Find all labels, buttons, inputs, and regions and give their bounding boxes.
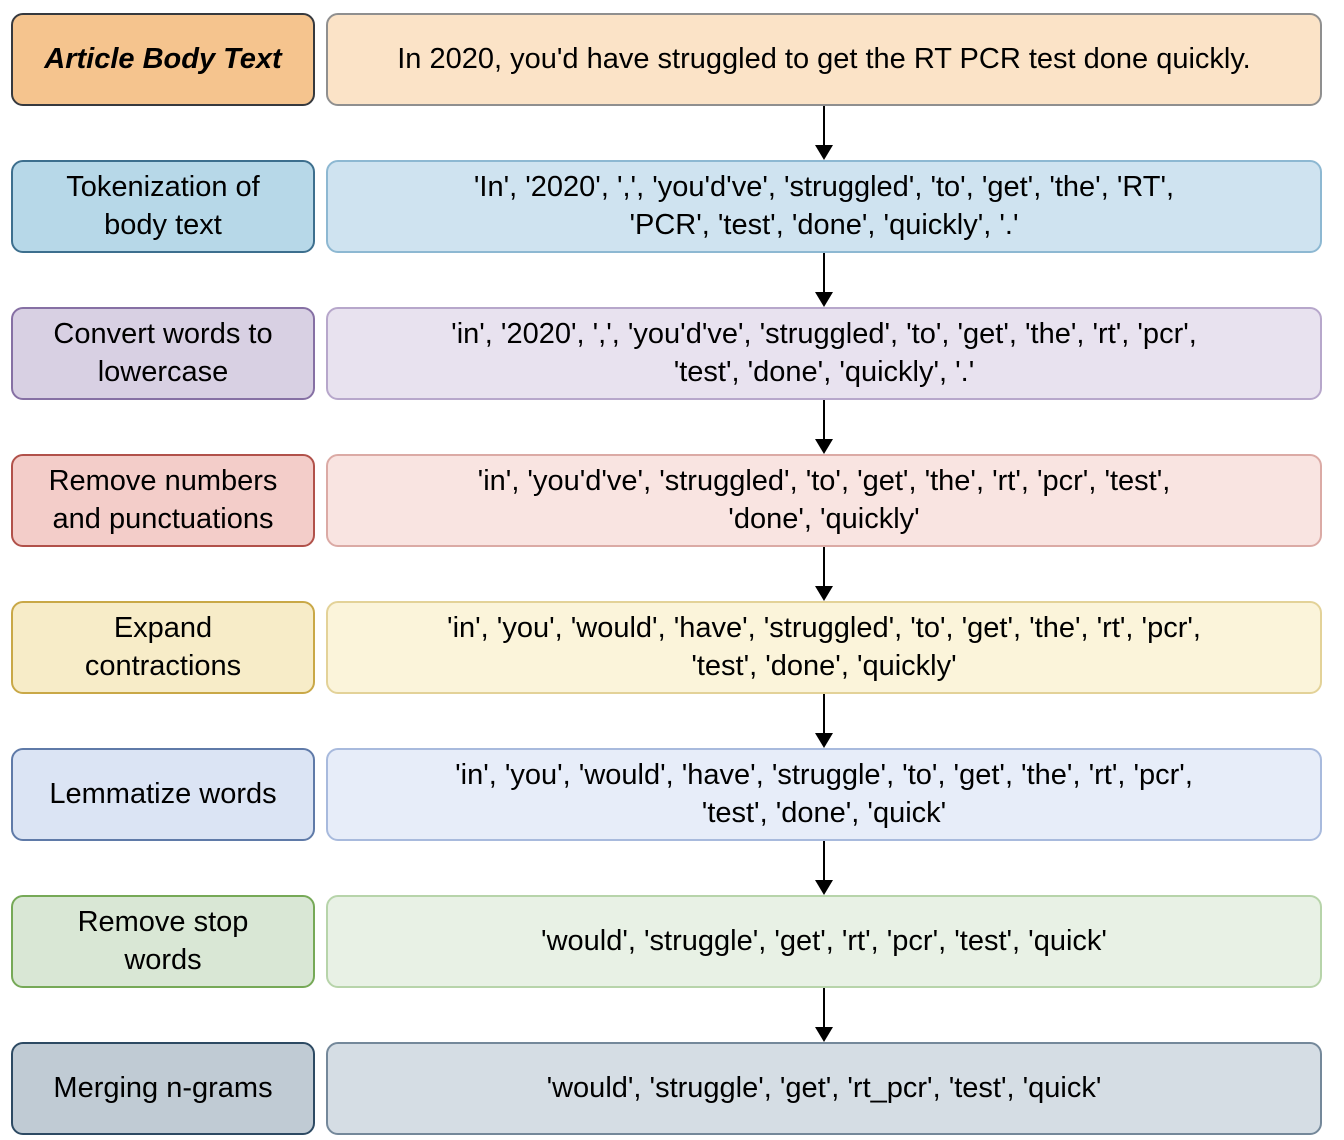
row-lemmatize: Lemmatize words 'in', 'you', 'would', 'h… [11, 748, 1322, 841]
step-output-box: 'in', '2020', ',', 'you'd've', 'struggle… [326, 307, 1322, 400]
down-arrow-icon [815, 988, 833, 1042]
step-output-box: 'In', '2020', ',', 'you'd've', 'struggle… [326, 160, 1322, 253]
flow-gap-3 [11, 400, 1322, 454]
step-label-box: Merging n-grams [11, 1042, 315, 1135]
row-merge-ngrams: Merging n-grams 'would', 'struggle', 'ge… [11, 1042, 1322, 1135]
down-arrow-icon [815, 841, 833, 895]
down-arrow-icon [815, 400, 833, 454]
flow-gap-6 [11, 841, 1322, 895]
step-output-box: 'would', 'struggle', 'get', 'rt_pcr', 't… [326, 1042, 1322, 1135]
down-arrow-icon [815, 253, 833, 307]
step-output-box: 'would', 'struggle', 'get', 'rt', 'pcr',… [326, 895, 1322, 988]
row-remove-numbers-punctuation: Remove numbers and punctuations 'in', 'y… [11, 454, 1322, 547]
down-arrow-icon [815, 547, 833, 601]
step-output-box: 'in', 'you'd've', 'struggled', 'to', 'ge… [326, 454, 1322, 547]
step-label-box: Expand contractions [11, 601, 315, 694]
step-label-box: Lemmatize words [11, 748, 315, 841]
flow-gap-5 [11, 694, 1322, 748]
step-label-box: Tokenization of body text [11, 160, 315, 253]
step-output-box: 'in', 'you', 'would', 'have', 'struggled… [326, 601, 1322, 694]
row-expand-contractions: Expand contractions 'in', 'you', 'would'… [11, 601, 1322, 694]
down-arrow-icon [815, 106, 833, 160]
flow-gap-2 [11, 253, 1322, 307]
step-label-box: Convert words to lowercase [11, 307, 315, 400]
step-output-box: 'in', 'you', 'would', 'have', 'struggle'… [326, 748, 1322, 841]
flow-gap-7 [11, 988, 1322, 1042]
row-article-body-text: Article Body Text In 2020, you'd have st… [11, 13, 1322, 106]
step-label-box: Remove numbers and punctuations [11, 454, 315, 547]
step-output-box: In 2020, you'd have struggled to get the… [326, 13, 1322, 106]
flow-gap-4 [11, 547, 1322, 601]
row-tokenization: Tokenization of body text 'In', '2020', … [11, 160, 1322, 253]
row-remove-stop-words: Remove stop words 'would', 'struggle', '… [11, 895, 1322, 988]
step-label-box: Remove stop words [11, 895, 315, 988]
step-label-box: Article Body Text [11, 13, 315, 106]
flow-gap-1 [11, 106, 1322, 160]
row-lowercase: Convert words to lowercase 'in', '2020',… [11, 307, 1322, 400]
down-arrow-icon [815, 694, 833, 748]
